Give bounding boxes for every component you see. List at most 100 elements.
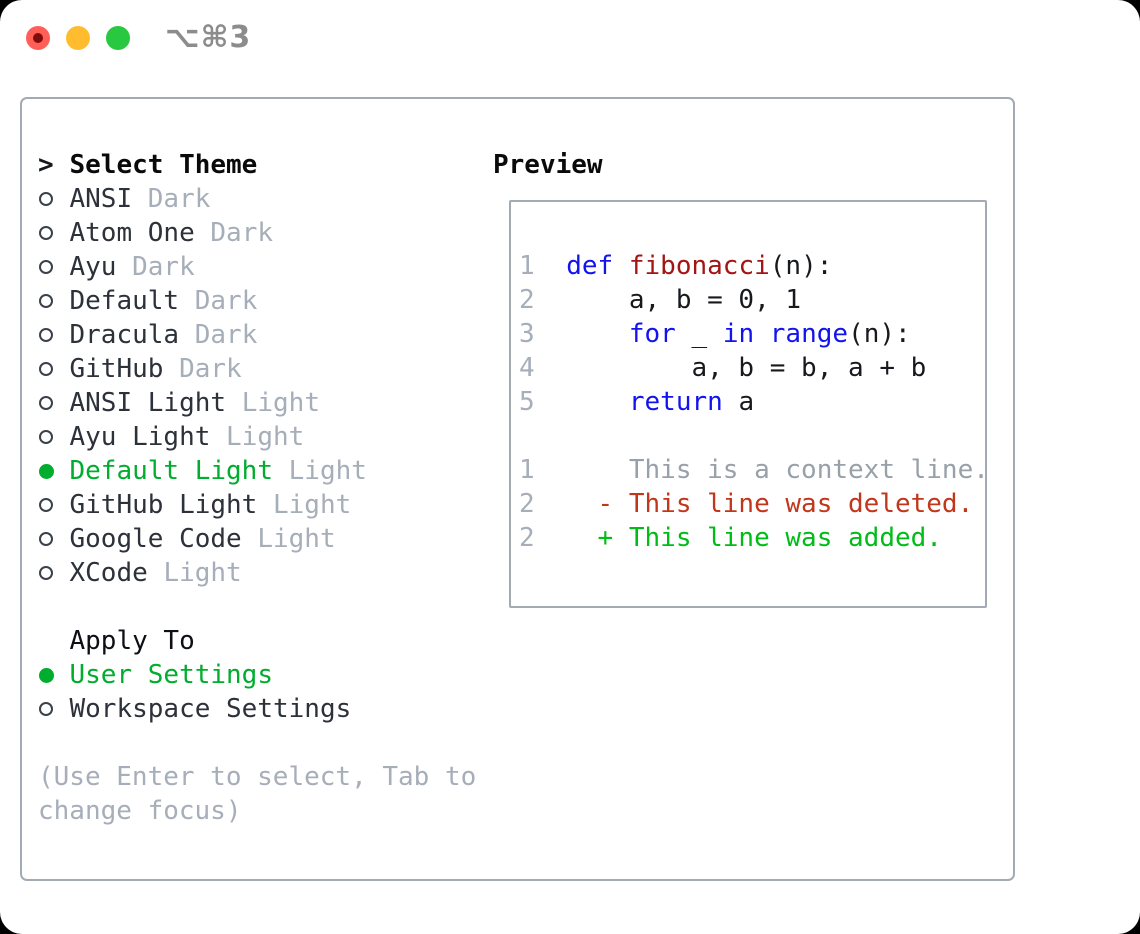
code-line: 2 - This line was deleted. (519, 487, 985, 521)
line-number: 2 (519, 285, 535, 315)
variant-tag: Dark (132, 252, 195, 282)
variant-tag: Dark (179, 354, 242, 384)
code-line: 2 a, b = 0, 1 (519, 283, 985, 317)
variant-tag: Light (163, 558, 242, 588)
edited-dot-icon (33, 33, 43, 43)
theme-option-label: Atom One Dark (69, 218, 274, 248)
hint-text: (Use Enter to select, Tab to change focus… (38, 760, 476, 828)
code-line: 4 a, b = b, a + b (519, 351, 985, 385)
radio-icon (39, 498, 53, 512)
radio-selected-icon (39, 667, 54, 683)
line-number: 1 (519, 455, 535, 485)
theme-option-ayu[interactable]: Ayu Dark (38, 250, 476, 284)
apply-option-workspace-settings[interactable]: Workspace Settings (38, 692, 476, 726)
variant-tag: Light (241, 388, 320, 418)
hint-line: change focus) (38, 796, 242, 826)
radio-icon (39, 362, 53, 376)
variant-tag: Light (273, 490, 352, 520)
code-line: 5 return a (519, 385, 985, 419)
theme-option-label: Default Dark (69, 286, 258, 316)
apply-to-header: Apply To (38, 624, 476, 658)
theme-option-label: XCode Light (69, 558, 242, 588)
code-text: - This line was deleted. (566, 489, 974, 519)
code-line: 1 This is a context line. (519, 453, 985, 487)
theme-option-atom-one[interactable]: Atom One Dark (38, 216, 476, 250)
theme-option-label: Default Light Light (69, 456, 367, 486)
cursor-prompt-icon: > (38, 150, 54, 180)
radio-icon (39, 294, 53, 308)
variant-tag: Dark (210, 218, 274, 248)
theme-option-ansi-light[interactable]: ANSI Light Light (38, 386, 476, 420)
select-theme-header: > Select Theme (38, 148, 476, 182)
variant-tag: Light (226, 422, 305, 452)
theme-option-label: Dracula Dark (69, 320, 258, 350)
theme-option-xcode[interactable]: XCode Light (38, 556, 476, 590)
code-line: 2 + This line was added. (519, 521, 985, 555)
radio-icon (39, 192, 53, 206)
theme-option-github-light[interactable]: GitHub Light Light (38, 488, 476, 522)
radio-selected-icon (39, 463, 54, 479)
minimize-button[interactable] (66, 26, 90, 50)
line-number: 5 (519, 387, 535, 417)
theme-option-label: Ayu Light Light (69, 422, 305, 452)
close-button[interactable] (26, 26, 50, 50)
code-text: for _ in range(n): (628, 319, 911, 349)
theme-option-google-code[interactable]: Google Code Light (38, 522, 476, 556)
radio-icon (39, 226, 53, 240)
titlebar: ⌥⌘3 (0, 0, 1140, 78)
variant-tag: Light (288, 456, 367, 486)
apply-to-label: Apply To (69, 626, 195, 656)
hint-line: (Use Enter to select, Tab to (38, 762, 477, 792)
window-title: ⌥⌘3 (165, 20, 252, 55)
theme-option-label: GitHub Light Light (69, 490, 352, 520)
apply-option-user-settings[interactable]: User Settings (38, 658, 476, 692)
theme-option-label: Google Code Light (69, 524, 336, 554)
code-text: return a (628, 387, 755, 417)
apply-option-label: Workspace Settings (69, 694, 352, 724)
theme-option-default-light[interactable]: Default Light Light (38, 454, 476, 488)
code-text: + This line was added. (566, 523, 942, 553)
variant-tag: Dark (194, 320, 258, 350)
code-text: a, b = 0, 1 (566, 285, 802, 315)
line-number: 2 (519, 489, 535, 519)
zoom-button[interactable] (106, 26, 130, 50)
theme-option-label: Ayu Dark (69, 252, 195, 282)
radio-icon (39, 702, 53, 716)
radio-icon (39, 260, 53, 274)
theme-option-dracula[interactable]: Dracula Dark (38, 318, 476, 352)
radio-icon (39, 430, 53, 444)
preview-label: Preview (493, 150, 603, 180)
code-line: 1 def fibonacci(n): (519, 249, 985, 283)
line-number: 1 (519, 251, 535, 281)
code-text: def fibonacci(n): (566, 251, 833, 281)
line-number: 4 (519, 353, 535, 383)
radio-icon (39, 328, 53, 342)
apply-option-label: User Settings (69, 660, 274, 690)
theme-option-ansi[interactable]: ANSI Dark (38, 182, 476, 216)
theme-option-label: ANSI Dark (69, 184, 211, 214)
theme-option-ayu-light[interactable]: Ayu Light Light (38, 420, 476, 454)
select-theme-label: Select Theme (69, 150, 258, 180)
radio-icon (39, 532, 53, 546)
line-number: 2 (519, 523, 535, 553)
theme-option-github[interactable]: GitHub Dark (38, 352, 476, 386)
variant-tag: Dark (194, 286, 258, 316)
variant-tag: Light (257, 524, 336, 554)
theme-option-default[interactable]: Default Dark (38, 284, 476, 318)
radio-icon (39, 566, 53, 580)
diff-sample: 1 This is a context line.2 - This line w… (519, 453, 985, 555)
line-number: 3 (519, 319, 535, 349)
theme-option-label: GitHub Dark (69, 354, 242, 384)
variant-tag: Dark (147, 184, 211, 214)
theme-option-label: ANSI Light Light (69, 388, 320, 418)
code-text: a, b = b, a + b (566, 353, 927, 383)
preview-header: Preview (493, 148, 987, 182)
